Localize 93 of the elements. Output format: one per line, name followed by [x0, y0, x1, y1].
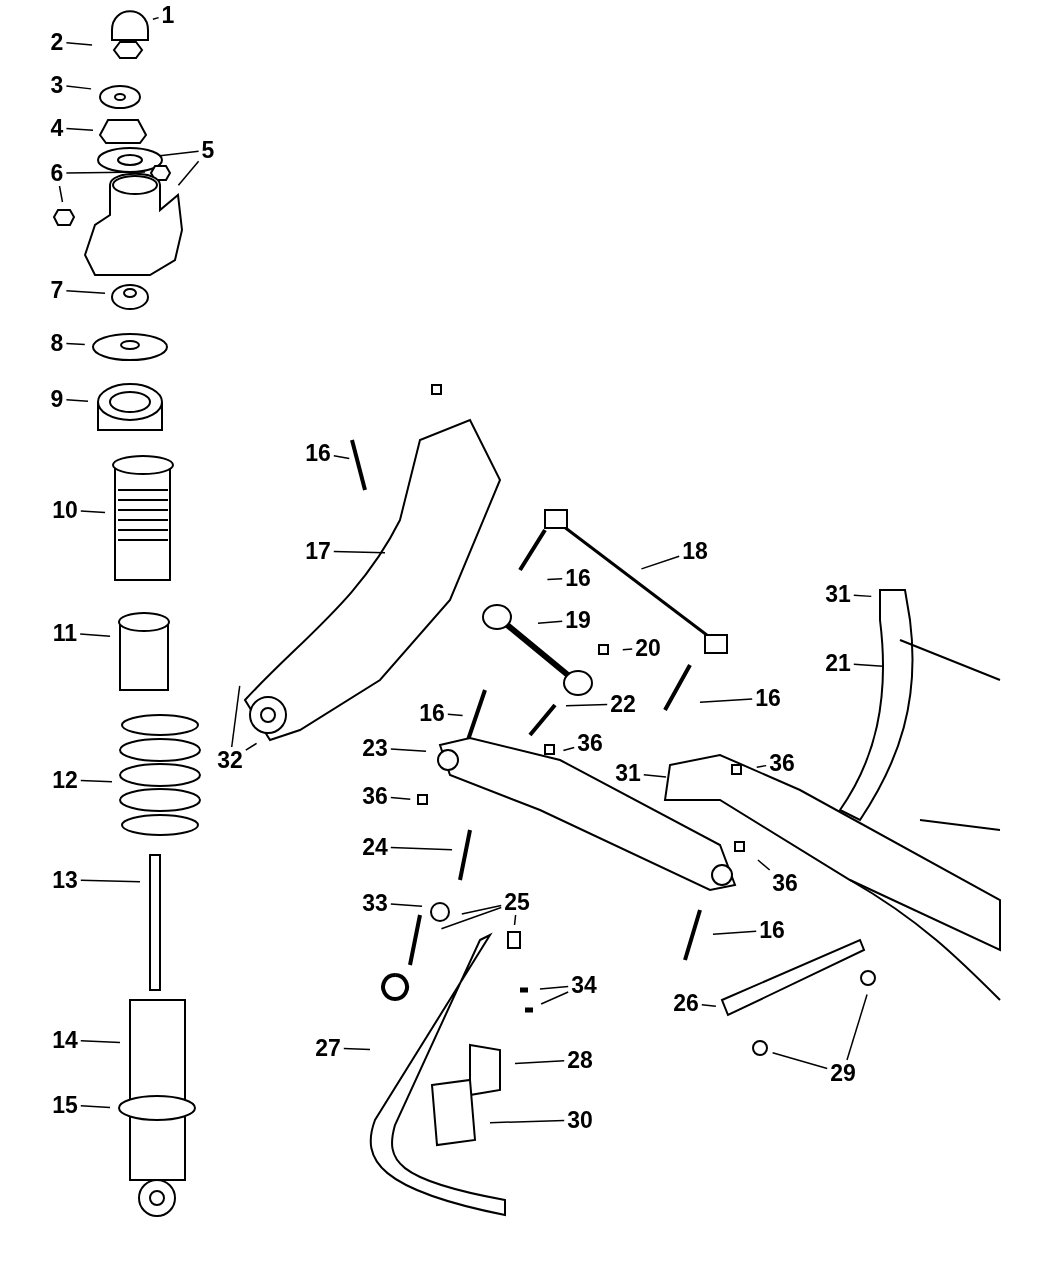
- callout-number: 2: [50, 30, 64, 54]
- leader-line: [65, 85, 92, 90]
- callout-number: 19: [565, 608, 591, 632]
- leader-line: [539, 985, 569, 990]
- leader-line: [513, 914, 517, 926]
- leader-line: [159, 150, 200, 157]
- callout-number: 16: [759, 918, 785, 942]
- leader-line: [80, 1105, 111, 1109]
- leader-line: [440, 906, 502, 930]
- callout-number: 31: [825, 582, 851, 606]
- leader-line: [65, 398, 89, 402]
- leader-line: [846, 993, 868, 1061]
- callout-number: 16: [419, 701, 445, 725]
- leader-line: [80, 1040, 121, 1044]
- leader-line: [853, 594, 872, 598]
- callout-number: 12: [52, 768, 78, 792]
- callout-number: 24: [362, 835, 388, 859]
- leader-line: [65, 342, 86, 346]
- leader-line: [343, 1047, 371, 1051]
- leader-line: [712, 930, 757, 936]
- callout-number: 7: [50, 278, 64, 302]
- leader-line: [514, 1060, 565, 1065]
- callout-number: 8: [50, 331, 64, 355]
- callout-number: 3: [50, 73, 64, 97]
- leader-line: [80, 779, 113, 783]
- callout-number: 15: [52, 1093, 78, 1117]
- callout-number: 18: [682, 539, 708, 563]
- callout-number: 25: [504, 890, 530, 914]
- callout-number: 33: [362, 891, 388, 915]
- callout-number: 4: [50, 116, 64, 140]
- leader-line: [622, 648, 633, 651]
- leader-line: [230, 685, 241, 748]
- callout-number: 36: [772, 871, 798, 895]
- callout-number: 36: [577, 731, 603, 755]
- callout-number: 30: [567, 1108, 593, 1132]
- leader-line: [79, 633, 111, 637]
- callout-number: 28: [567, 1048, 593, 1072]
- leader-line: [565, 703, 608, 707]
- leader-line: [699, 698, 753, 704]
- callout-number: 26: [673, 991, 699, 1015]
- callout-number: 6: [50, 161, 64, 185]
- callout-number: 34: [571, 973, 597, 997]
- leader-line: [540, 991, 569, 1005]
- leader-line: [640, 555, 680, 570]
- leader-line: [390, 796, 411, 800]
- callout-number: 17: [305, 539, 331, 563]
- callout-number: 13: [52, 868, 78, 892]
- callout-number: 9: [50, 387, 64, 411]
- leader-line: [701, 1003, 717, 1007]
- callout-number: 16: [305, 441, 331, 465]
- callout-number: 16: [755, 686, 781, 710]
- callout-number: 5: [201, 138, 215, 162]
- leader-line: [65, 127, 94, 132]
- leader-line: [65, 171, 146, 174]
- leader-line: [771, 1052, 828, 1070]
- callout-number: 22: [610, 692, 636, 716]
- callout-number: 29: [830, 1061, 856, 1085]
- leader-line: [65, 289, 106, 295]
- leader-line: [757, 859, 771, 871]
- leader-line: [447, 713, 464, 717]
- leader-line: [58, 185, 64, 203]
- callout-number: 11: [52, 621, 78, 645]
- leader-line: [390, 846, 453, 851]
- leader-line: [756, 764, 767, 768]
- callout-number: 36: [769, 751, 795, 775]
- leader-line: [643, 773, 667, 778]
- callout-number: 23: [362, 736, 388, 760]
- callout-number: 14: [52, 1028, 78, 1052]
- leader-line: [333, 550, 386, 554]
- callout-number: 20: [635, 636, 661, 660]
- leader-line: [65, 42, 93, 46]
- leader-line: [390, 748, 427, 753]
- leader-line: [537, 620, 563, 624]
- leader-line: [562, 746, 575, 752]
- callout-number: 31: [615, 761, 641, 785]
- leader-line: [489, 1119, 565, 1124]
- callout-number: 16: [565, 566, 591, 590]
- leader-line: [80, 510, 106, 514]
- leader-line: [152, 16, 160, 20]
- leader-line: [546, 578, 563, 581]
- leader-line: [177, 160, 200, 187]
- callout-number: 10: [52, 498, 78, 522]
- callout-number: 36: [362, 784, 388, 808]
- callout-number: 32: [217, 748, 243, 772]
- callout-number: 27: [315, 1036, 341, 1060]
- callout-number: 21: [825, 651, 851, 675]
- leader-line: [333, 455, 350, 460]
- leader-line: [461, 904, 502, 915]
- leader-line: [245, 742, 258, 751]
- leader-line: [80, 879, 141, 883]
- leader-line: [390, 903, 423, 908]
- callout-number: 1: [161, 3, 175, 27]
- leader-line: [853, 663, 884, 667]
